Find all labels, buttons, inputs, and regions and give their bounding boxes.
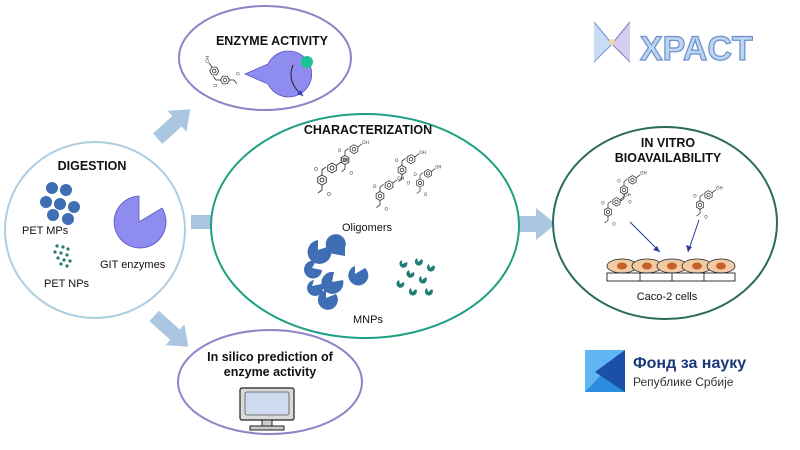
xpact-logo-text: XPACT xyxy=(640,30,753,68)
in-vitro-title-line1: IN VITRO xyxy=(641,136,695,150)
xpact-logo: XPACT xyxy=(593,21,754,69)
digestion-group: DIGESTION PET MPs PET NPs GIT enzymes xyxy=(4,141,186,319)
git-enzymes-label: GIT enzymes xyxy=(100,259,166,271)
pet-nps-label: PET NPs xyxy=(44,278,90,290)
characterization-circle xyxy=(210,113,520,339)
arrow-digestion-to-in-silico xyxy=(149,310,189,347)
fund-logo-line2: Републике Србије xyxy=(633,375,734,389)
characterization-group: CHARACTERIZATION Oligomers xyxy=(210,113,520,339)
in-silico-title-line2: enzyme activity xyxy=(224,365,316,379)
enzyme-activity-title: ENZYME ACTIVITY xyxy=(216,34,329,48)
pet-nps-particles-icon xyxy=(53,244,72,268)
in-silico-circle xyxy=(177,329,363,435)
caco-2-cell-layer-icon xyxy=(606,258,736,282)
enzyme-activity-group: ENZYME ACTIVITY xyxy=(178,5,352,111)
characterization-title: CHARACTERIZATION xyxy=(304,123,432,137)
pet-mps-label: PET MPs xyxy=(22,225,69,237)
fund-logo: Фонд за науку Републике Србије xyxy=(585,350,746,392)
computer-monitor-icon xyxy=(239,387,295,431)
mnps-teal-particles-icon xyxy=(396,258,435,296)
caco-2-cells-label: Caco-2 cells xyxy=(637,291,698,303)
in-silico-title-line1: In silico prediction of xyxy=(207,350,334,364)
in-vitro-group: IN VITRO BIOAVAILABILITY Caco-2 c xyxy=(552,126,778,320)
product-dot-icon xyxy=(301,56,313,68)
uptake-arrow-left-icon xyxy=(629,221,661,253)
oligomers-label: Oligomers xyxy=(342,222,393,234)
in-silico-group: In silico prediction of enzyme activity xyxy=(177,329,363,435)
git-enzyme-pacman-icon xyxy=(113,195,167,249)
fund-logo-line1: Фонд за науку xyxy=(633,355,746,372)
pet-mps-particles-icon xyxy=(40,182,80,225)
arrow-digestion-to-enzyme-activity xyxy=(152,109,191,144)
mnps-label: MNPs xyxy=(353,314,383,326)
mnps-blue-particles-icon xyxy=(304,234,369,310)
digestion-title: DIGESTION xyxy=(58,159,127,173)
enzyme-pacman-icon xyxy=(243,50,313,98)
in-vitro-title-line2: BIOAVAILABILITY xyxy=(615,151,722,165)
enzyme-activity-circle xyxy=(178,5,352,111)
